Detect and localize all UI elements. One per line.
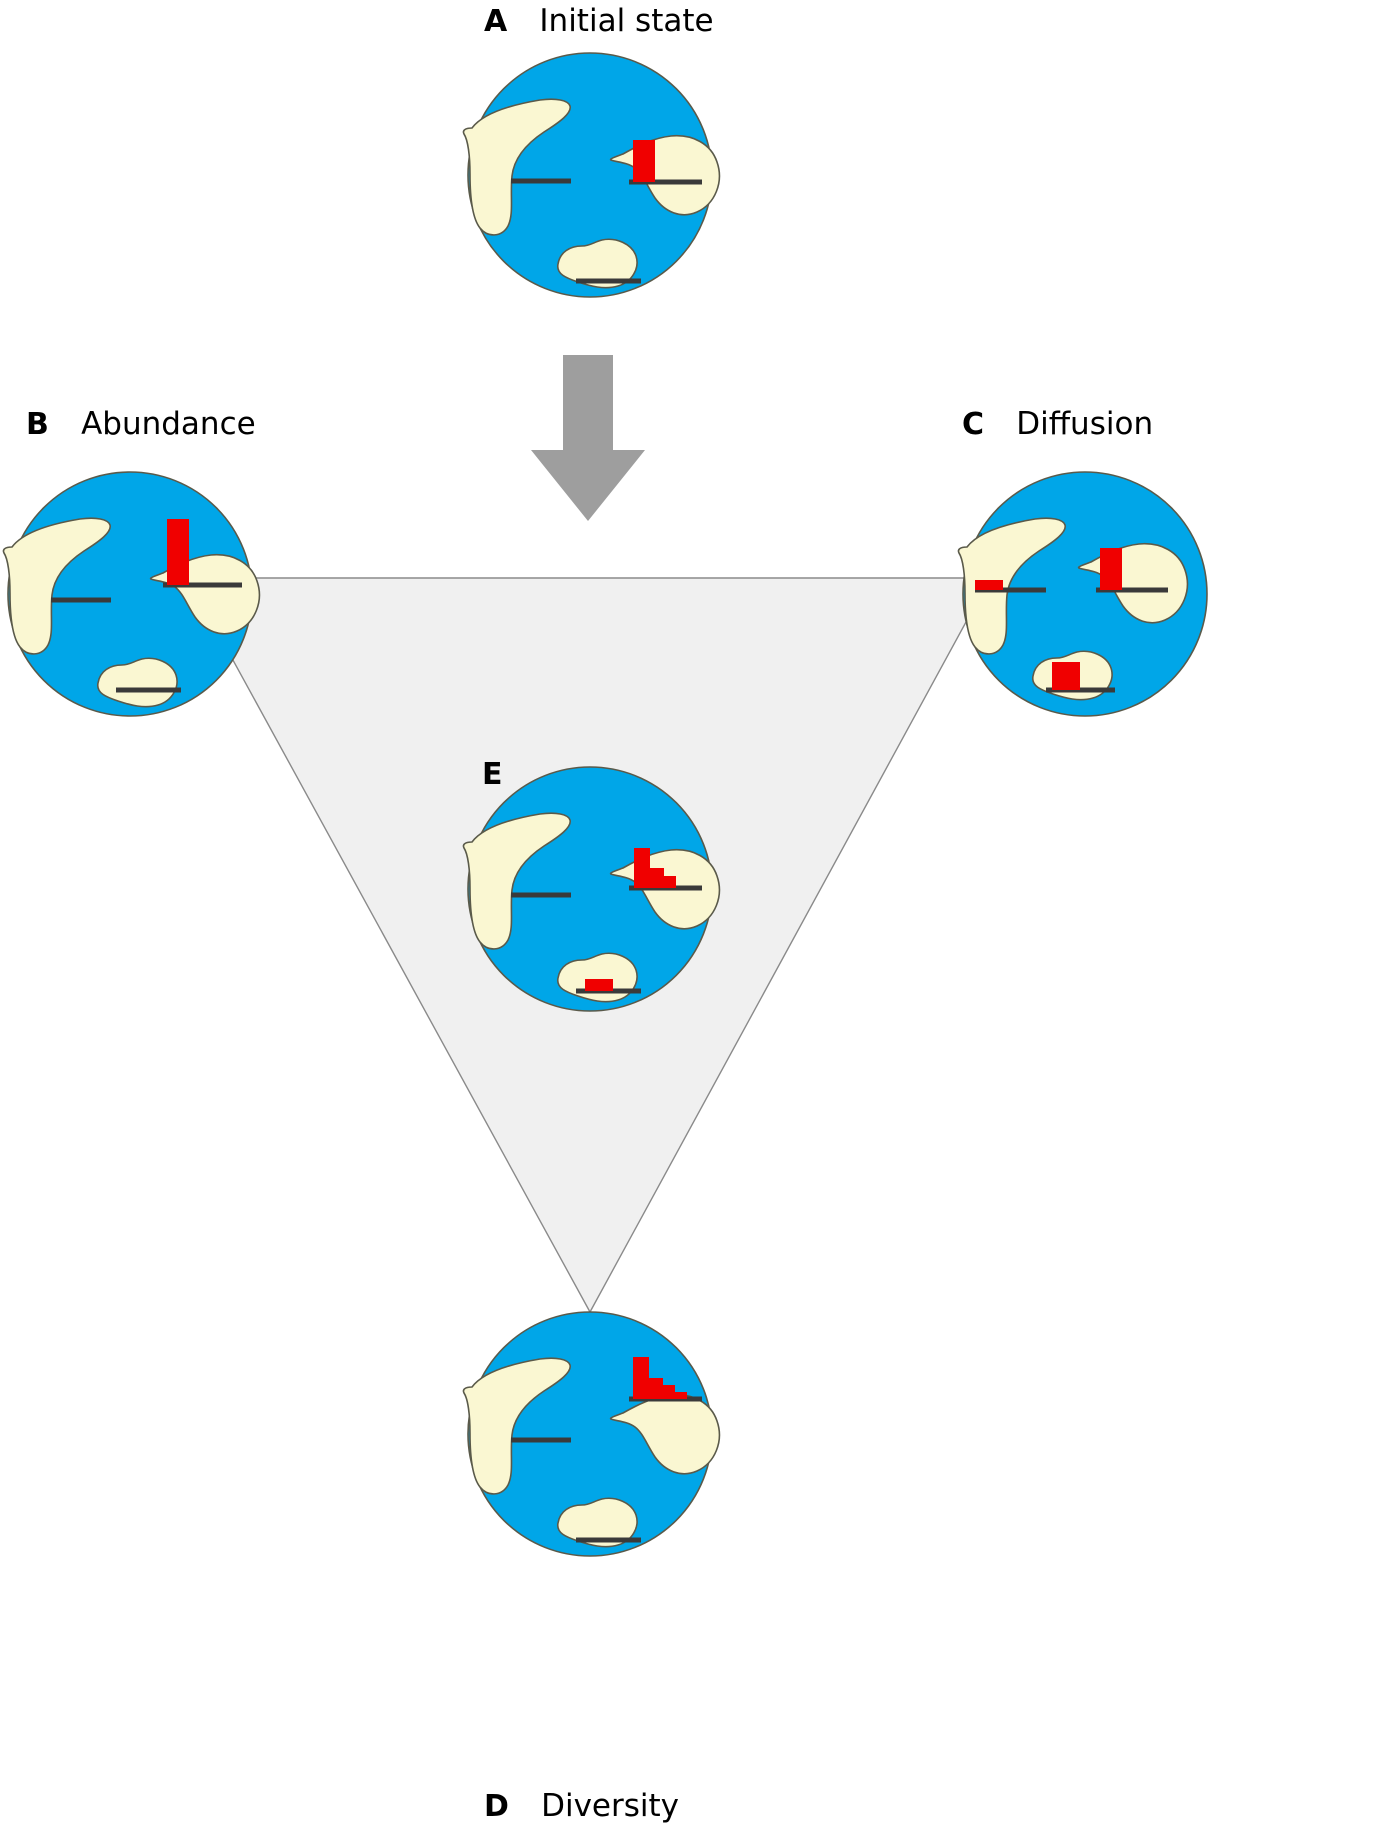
globe-b-bar-right bbox=[167, 519, 189, 585]
panel-label-c: C Diffusion bbox=[962, 406, 1153, 442]
panel-label-d: D Diversity bbox=[484, 1788, 679, 1824]
panel-a-id: A bbox=[484, 4, 508, 39]
globe-d bbox=[462, 1311, 721, 1557]
globe-c bbox=[957, 471, 1208, 717]
panel-d-title: Diversity bbox=[541, 1788, 680, 1824]
panel-label-b: B Abundance bbox=[26, 406, 256, 442]
panel-label-a: A Initial state bbox=[484, 3, 714, 39]
globe-a bbox=[462, 52, 721, 298]
globe-c-bar-left bbox=[975, 580, 1003, 590]
panel-c-id: C bbox=[962, 407, 985, 442]
globe-c-bar-bottom bbox=[1052, 662, 1080, 690]
globe-d-bar-right-1 bbox=[633, 1357, 649, 1399]
down-arrow-icon bbox=[531, 355, 645, 521]
globe-e-bar-bottom bbox=[585, 979, 613, 991]
panel-a-title: Initial state bbox=[539, 3, 714, 39]
panel-b-title: Abundance bbox=[81, 406, 256, 442]
globe-e-bar-right-2 bbox=[650, 868, 664, 888]
panel-e-id: E bbox=[482, 757, 503, 792]
globe-b bbox=[2, 471, 261, 717]
globe-e-bar-right-1 bbox=[634, 848, 650, 888]
globe-c-bar-right bbox=[1100, 548, 1122, 590]
panel-c-title: Diffusion bbox=[1016, 406, 1154, 442]
globe-a-bar-right bbox=[633, 140, 655, 182]
panel-d-id: D bbox=[484, 1789, 509, 1824]
globe-e-bar-right-3 bbox=[664, 876, 676, 888]
globe-e bbox=[462, 766, 721, 1012]
panel-b-id: B bbox=[26, 407, 49, 442]
globe-d-bar-right-3 bbox=[663, 1385, 675, 1399]
globe-d-bar-right-2 bbox=[649, 1378, 663, 1399]
panel-label-e: E bbox=[482, 757, 503, 792]
globe-d-bar-right-4 bbox=[675, 1392, 687, 1399]
